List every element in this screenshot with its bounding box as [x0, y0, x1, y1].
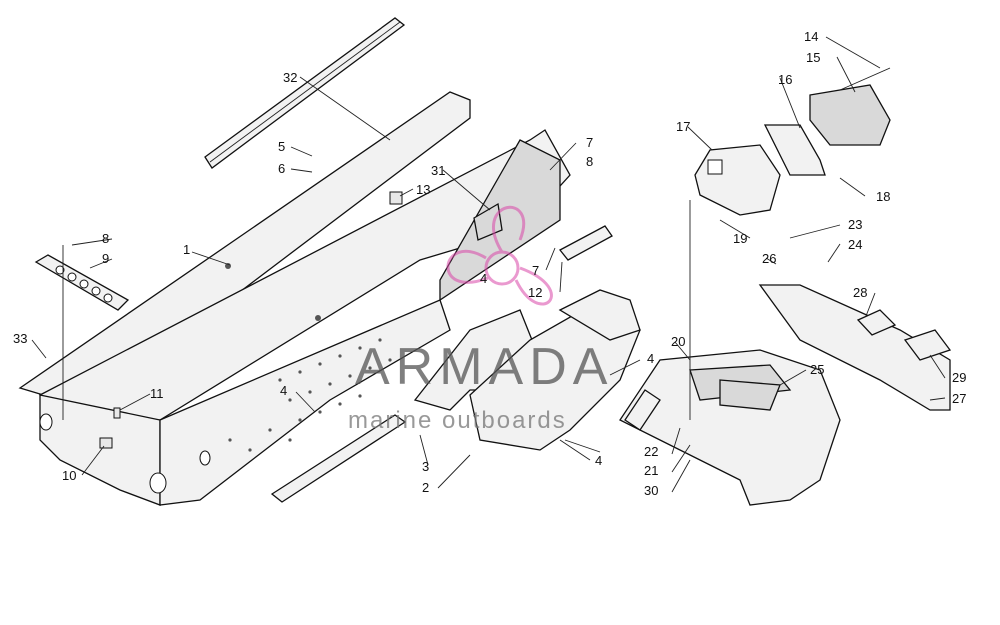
part-10-fastener — [99, 437, 113, 449]
label-1: 1 — [183, 242, 190, 257]
label-16: 16 — [778, 72, 792, 87]
label-5: 5 — [278, 139, 285, 154]
label-27: 27 — [952, 391, 966, 406]
label-11: 11 — [150, 386, 164, 401]
label-8-b: 8 — [586, 154, 593, 169]
label-19: 19 — [733, 231, 747, 246]
part-labels: 1 2 3 4 4 4 4 5 6 7 7 8 8 9 10 11 12 13 … — [13, 29, 966, 498]
part-27-protector — [758, 284, 951, 411]
label-24: 24 — [848, 237, 862, 252]
label-22: 22 — [644, 444, 658, 459]
label-18: 18 — [876, 189, 890, 204]
label-4-c: 4 — [595, 453, 602, 468]
label-20: 20 — [671, 334, 685, 349]
part-32-strip — [204, 17, 406, 169]
label-23: 23 — [848, 217, 862, 232]
label-15: 15 — [806, 50, 820, 65]
part-4-rail — [270, 414, 407, 503]
watermark-subtitle: marine outboards — [348, 407, 567, 434]
label-29: 29 — [952, 370, 966, 385]
part-13-clip — [389, 191, 403, 205]
part-29-decal — [903, 329, 952, 361]
part-15-taillight-cover — [809, 84, 891, 146]
label-2: 2 — [422, 480, 429, 495]
part-20-flap-assembly — [619, 349, 841, 506]
label-31: 31 — [431, 163, 445, 178]
label-4-b: 4 — [480, 271, 487, 286]
label-7-a: 7 — [586, 135, 593, 150]
label-32: 32 — [283, 70, 297, 85]
label-28: 28 — [853, 285, 867, 300]
label-3: 3 — [422, 459, 429, 474]
part-1-tunnel — [18, 91, 571, 506]
label-9: 9 — [102, 251, 109, 266]
part-14-screw — [839, 67, 891, 91]
label-21: 21 — [644, 463, 658, 478]
part-28-decal — [856, 309, 897, 336]
label-4-d: 4 — [647, 351, 654, 366]
label-7-b: 7 — [532, 263, 539, 278]
part-2-shield — [469, 289, 641, 451]
label-26: 26 — [762, 251, 776, 266]
part-16-taillight-lens — [763, 124, 826, 176]
label-8-a: 8 — [102, 231, 109, 246]
watermark-title: ARMADA — [355, 338, 613, 396]
part-17-taillight-housing — [694, 144, 781, 216]
perforation-pattern — [228, 338, 392, 452]
label-12: 12 — [528, 285, 542, 300]
label-4-a: 4 — [280, 383, 287, 398]
watermark-logo — [446, 205, 553, 306]
label-6: 6 — [278, 161, 285, 176]
part-12-panel — [559, 225, 613, 261]
label-10: 10 — [62, 468, 76, 483]
leader-lines — [31, 36, 946, 493]
label-33: 33 — [13, 331, 27, 346]
label-30: 30 — [644, 483, 658, 498]
label-25: 25 — [810, 362, 824, 377]
part-11-fastener — [113, 407, 121, 419]
label-13: 13 — [416, 182, 430, 197]
label-17: 17 — [676, 119, 690, 134]
label-14: 14 — [804, 29, 818, 44]
part-9-bracket — [34, 254, 130, 311]
